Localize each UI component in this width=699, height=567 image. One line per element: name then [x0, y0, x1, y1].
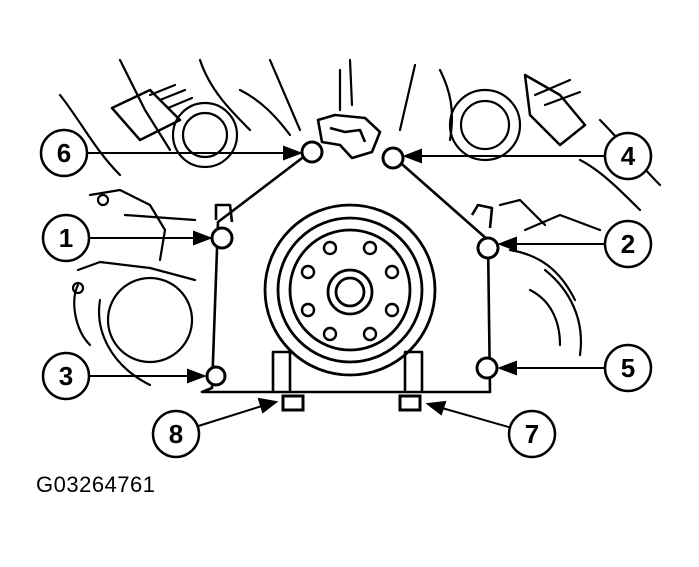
callout-7: 7: [507, 409, 557, 459]
callout-8-label: 8: [169, 419, 183, 449]
callout-4: 4: [603, 131, 653, 181]
bolts: [205, 140, 500, 412]
callout-3: 3: [41, 351, 91, 401]
bolt-7: [398, 394, 422, 412]
figure-id: G03264761: [36, 472, 156, 497]
callout-8: 8: [151, 409, 201, 459]
bolt-4: [381, 146, 405, 170]
bolt-1: [210, 226, 234, 250]
callout-4-label: 4: [621, 141, 636, 171]
bolt-8: [281, 394, 305, 412]
engine-background-detail: [58, 58, 662, 387]
callout-2-label: 2: [621, 229, 635, 259]
leader-lines: [88, 145, 604, 429]
crank-bolt-holes: [300, 240, 400, 342]
callout-1: 1: [41, 213, 91, 263]
callout-2: 2: [603, 219, 653, 269]
callout-6-label: 6: [57, 138, 71, 168]
callout-5: 5: [603, 343, 653, 393]
bolt-5: [475, 356, 499, 380]
callout-5-label: 5: [621, 353, 635, 383]
callout-markers: 6 4 1 2 3 5 8 7: [39, 128, 653, 459]
callout-3-label: 3: [59, 361, 73, 391]
callout-6: 6: [39, 128, 89, 178]
bolt-6: [300, 140, 324, 164]
callout-7-label: 7: [525, 419, 539, 449]
bolt-2: [476, 236, 500, 260]
crankshaft-seal: [263, 203, 437, 377]
callout-1-label: 1: [59, 223, 73, 253]
bolt-3: [205, 365, 227, 387]
